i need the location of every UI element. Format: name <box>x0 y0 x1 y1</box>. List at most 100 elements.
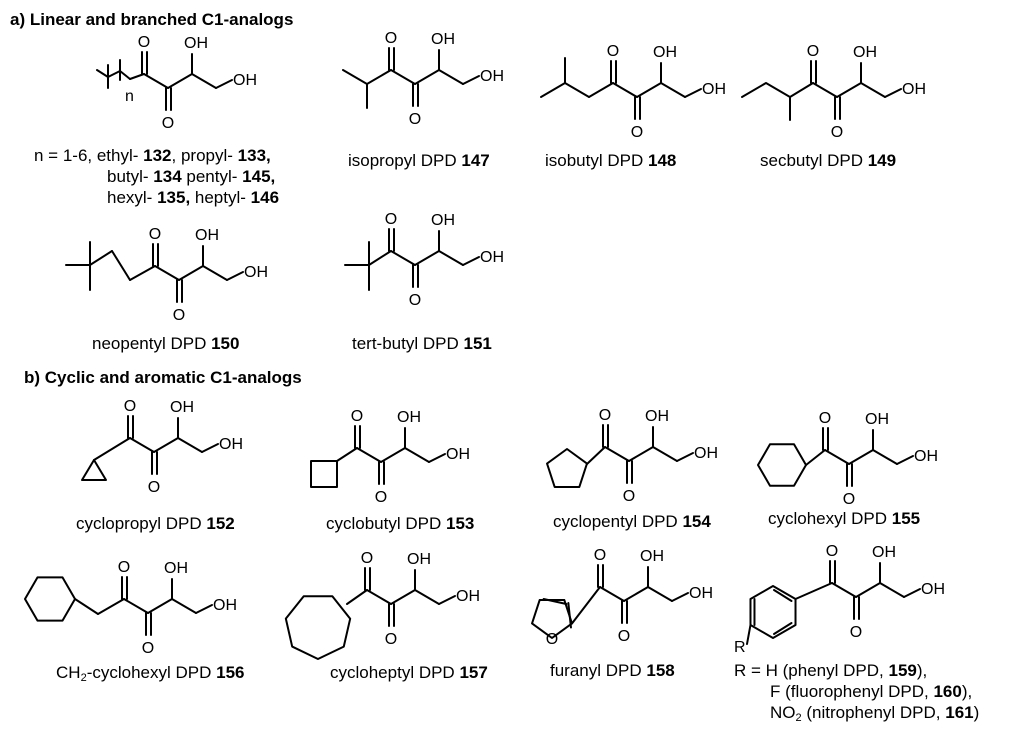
atom-label: OH <box>689 585 713 602</box>
caption-cycloheptyl: cycloheptyl DPD 157 <box>330 663 488 682</box>
atom-label: OH <box>480 68 504 85</box>
atom-label: OH <box>914 448 938 465</box>
bond <box>171 598 197 614</box>
section-b-title: b) Cyclic and aromatic C1-analogs <box>24 368 302 387</box>
caption-isopropyl: isopropyl DPD 147 <box>348 151 490 170</box>
bond <box>636 82 662 98</box>
bond <box>872 449 898 465</box>
bond <box>129 437 155 453</box>
atom-label: OH <box>397 409 421 426</box>
ring <box>546 448 588 488</box>
bond <box>390 250 416 266</box>
atom-label: OH <box>219 436 243 453</box>
bond <box>202 265 228 281</box>
bond <box>123 598 149 614</box>
atom-label: O <box>162 115 174 132</box>
atom-label: O <box>173 307 185 324</box>
atom-label: O <box>149 226 161 243</box>
bond <box>93 437 131 461</box>
atom-label: OH <box>872 544 896 561</box>
atom-label: OH <box>431 212 455 229</box>
bond <box>226 271 244 281</box>
ring <box>24 576 76 622</box>
caption-tertbutyl: tert-butyl DPD 151 <box>352 334 492 353</box>
atom-label: O <box>385 30 397 47</box>
atom-label: OH <box>853 44 877 61</box>
atom-label: OH <box>480 249 504 266</box>
bond <box>215 79 233 89</box>
bond <box>438 595 456 605</box>
ring <box>284 595 352 660</box>
bond <box>390 589 416 605</box>
bond <box>462 256 480 266</box>
atom-label: O <box>607 43 619 60</box>
ring <box>81 459 107 481</box>
bond <box>129 265 156 281</box>
atom-label: O <box>618 628 630 645</box>
caption-cyclopentyl: cyclopentyl DPD 154 <box>553 512 711 531</box>
bond <box>380 447 406 463</box>
bond <box>191 73 217 89</box>
bond <box>903 588 921 598</box>
bond <box>794 582 833 600</box>
bond <box>660 82 686 98</box>
atom-label: OH <box>195 227 219 244</box>
atom-label: OH <box>233 72 257 89</box>
atom-label: O <box>148 479 160 496</box>
bond <box>896 455 914 465</box>
bond <box>831 582 857 598</box>
bond <box>336 447 358 462</box>
bond <box>647 586 673 602</box>
bond <box>366 589 392 605</box>
caption-aryl: R = H (phenyl DPD, 159), F (fluorophenyl… <box>734 660 979 724</box>
bond <box>684 88 702 98</box>
atom-label: O <box>385 631 397 648</box>
bond <box>177 437 203 453</box>
atom-label: OH <box>431 31 455 48</box>
bond <box>414 589 440 605</box>
bond <box>97 598 125 615</box>
atom-label: OH <box>446 446 470 463</box>
bond <box>390 69 416 85</box>
atom-label: OH <box>456 588 480 605</box>
caption-furanyl: furanyl DPD 158 <box>550 661 675 680</box>
bond <box>201 443 219 453</box>
atom-label: O <box>831 124 843 141</box>
caption-cyclopropyl: cyclopropyl DPD 152 <box>76 514 235 533</box>
atom-label: O <box>843 491 855 508</box>
ring <box>757 443 807 487</box>
bond <box>89 250 113 266</box>
ring <box>749 585 797 639</box>
bond <box>628 446 654 462</box>
bond <box>588 82 614 98</box>
atom-label: O <box>850 624 862 641</box>
caption-isobutyl: isobutyl DPD 148 <box>545 151 677 170</box>
bond <box>74 598 99 615</box>
bond <box>147 598 173 614</box>
caption-neopentyl: neopentyl DPD 150 <box>92 334 240 353</box>
caption-line: hexyl- 135, heptyl- 146 <box>107 188 280 207</box>
atom-label: O <box>351 408 363 425</box>
atom-label: O <box>375 489 387 506</box>
bond <box>167 73 193 89</box>
bond <box>836 82 862 98</box>
bond <box>153 437 179 453</box>
atom-label: O <box>819 410 831 427</box>
atom-label: OH <box>640 548 664 565</box>
bond <box>143 73 169 89</box>
section-a-title: a) Linear and branched C1-analogs <box>10 10 294 29</box>
atom-label: O <box>409 111 421 128</box>
bond <box>599 586 625 602</box>
atom-label: OH <box>921 581 945 598</box>
atom-label: O <box>124 398 136 415</box>
caption-line: n = 1-6, ethyl- 132, propyl- 133, <box>34 146 271 165</box>
bond <box>824 449 850 465</box>
bond <box>428 453 446 463</box>
bond <box>879 582 905 598</box>
atom-label: OH <box>244 264 268 281</box>
bond <box>773 589 793 602</box>
atom-label: O <box>385 211 397 228</box>
atom-label: OH <box>902 81 926 98</box>
bond <box>773 622 793 635</box>
caption-linear: n = 1-6, ethyl- 132, propyl- 133, butyl-… <box>34 145 279 208</box>
